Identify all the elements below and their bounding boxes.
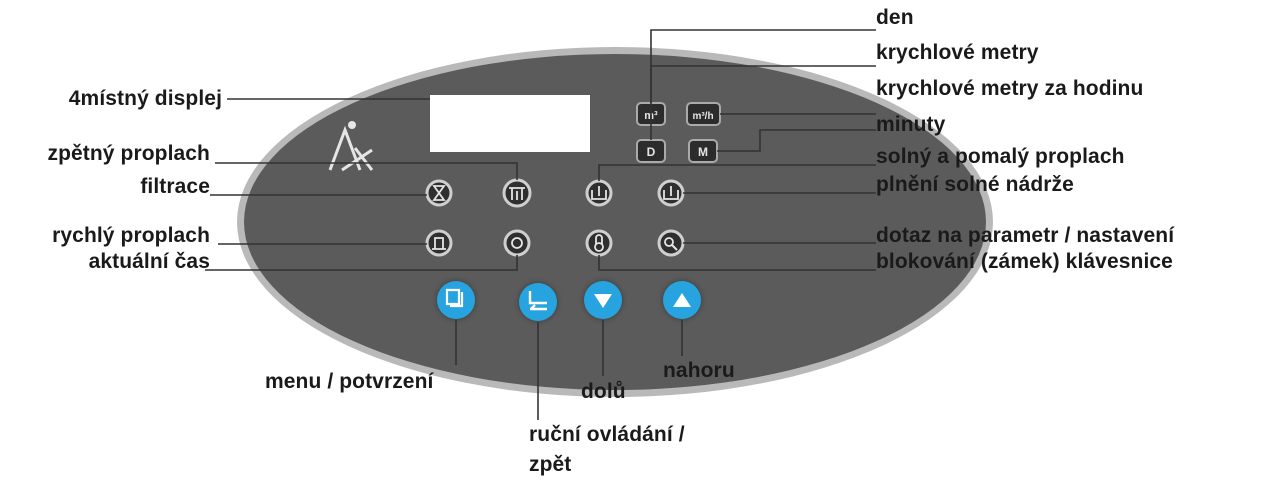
label-brine-slow-rinse: solný a pomalý proplach bbox=[876, 145, 1125, 168]
label-day: den bbox=[876, 6, 914, 29]
label-cubic-meters-per-hour: krychlové metry za hodinu bbox=[876, 77, 1144, 100]
svg-text:D: D bbox=[647, 145, 656, 159]
leader-day bbox=[650, 29, 876, 140]
label-manual-back-line1: ruční ovládání / bbox=[529, 423, 685, 446]
company-logo bbox=[328, 121, 374, 172]
indicator-m3h: m³/h bbox=[686, 102, 721, 126]
up-arrow-icon[interactable] bbox=[663, 281, 701, 319]
leader-lines bbox=[205, 29, 876, 420]
label-minutes: minuty bbox=[876, 113, 946, 136]
label-fast-rinse: rychlý proplach bbox=[52, 224, 210, 247]
leader-minutes bbox=[717, 129, 876, 152]
brine-refill-icon[interactable] bbox=[657, 179, 685, 207]
brine-slow-rinse-icon[interactable] bbox=[585, 179, 613, 207]
label-filtration: filtrace bbox=[140, 175, 210, 198]
label-parameter-query: dotaz na parametr / nastavení bbox=[876, 224, 1175, 247]
label-current-time: aktuální čas bbox=[88, 250, 210, 273]
leader-brine-slow-rinse bbox=[598, 164, 876, 181]
fast-rinse-icon[interactable] bbox=[425, 229, 453, 257]
leader-current-time bbox=[205, 255, 518, 271]
label-up: nahoru bbox=[663, 359, 735, 382]
lock-icon[interactable] bbox=[585, 229, 613, 257]
label-down: dolů bbox=[581, 380, 626, 403]
panel-body bbox=[244, 54, 986, 390]
label-brine-refill: plnění solné nádrže bbox=[876, 173, 1074, 196]
clock-icon[interactable] bbox=[503, 229, 531, 257]
label-backwash: zpětný proplach bbox=[47, 142, 210, 165]
leader-cubic-meters bbox=[650, 65, 876, 103]
label-cubic-meters: krychlové metry bbox=[876, 41, 1039, 64]
label-menu-confirm: menu / potvrzení bbox=[265, 370, 434, 393]
manual-back-icon[interactable] bbox=[519, 283, 557, 321]
menu-icon[interactable] bbox=[437, 281, 475, 319]
svg-text:M: M bbox=[698, 145, 708, 159]
leader-backwash bbox=[215, 162, 518, 180]
four-digit-display bbox=[430, 95, 590, 152]
indicator-day: D bbox=[636, 139, 666, 163]
settings-query-icon[interactable] bbox=[657, 229, 685, 257]
leader-keypad-lock bbox=[598, 255, 876, 271]
label-display: 4místný displej bbox=[68, 87, 222, 110]
backwash-icon[interactable] bbox=[502, 178, 532, 208]
label-keypad-lock: blokování (zámek) klávesnice bbox=[876, 250, 1173, 273]
down-arrow-icon[interactable] bbox=[584, 281, 622, 319]
label-manual-back-line2: zpět bbox=[529, 453, 572, 476]
indicator-minutes: M bbox=[688, 139, 718, 163]
svg-text:m³/h: m³/h bbox=[692, 111, 713, 122]
filtration-icon[interactable] bbox=[425, 179, 453, 207]
